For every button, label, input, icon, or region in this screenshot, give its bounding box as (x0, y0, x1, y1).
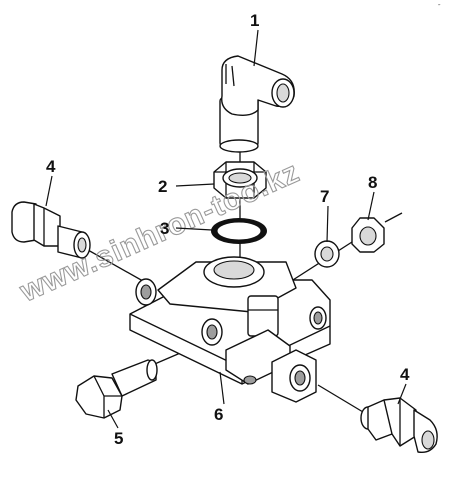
part-2-hex-nut (213, 161, 267, 199)
leader-lines (45, 29, 407, 429)
part-4-left-fitting (11, 201, 91, 259)
part-6-valve-body (129, 256, 331, 403)
part-4-right-fitting (360, 397, 438, 454)
corner-mark: ″ (438, 3, 441, 11)
label-2: 2 (158, 177, 167, 196)
label-3: 3 (160, 219, 169, 238)
label-8: 8 (368, 173, 377, 192)
label-1: 1 (250, 11, 259, 30)
label-5: 5 (114, 429, 123, 448)
label-6: 6 (214, 405, 223, 424)
label-4-right: 4 (400, 365, 410, 384)
part-8-hex-nut (351, 217, 385, 253)
part-5-bolt (75, 359, 158, 419)
label-7: 7 (320, 187, 329, 206)
part-7-washer (314, 240, 340, 268)
label-4-left: 4 (46, 157, 56, 176)
part-1-elbow-connector (219, 55, 295, 153)
part-3-o-ring (211, 218, 267, 244)
